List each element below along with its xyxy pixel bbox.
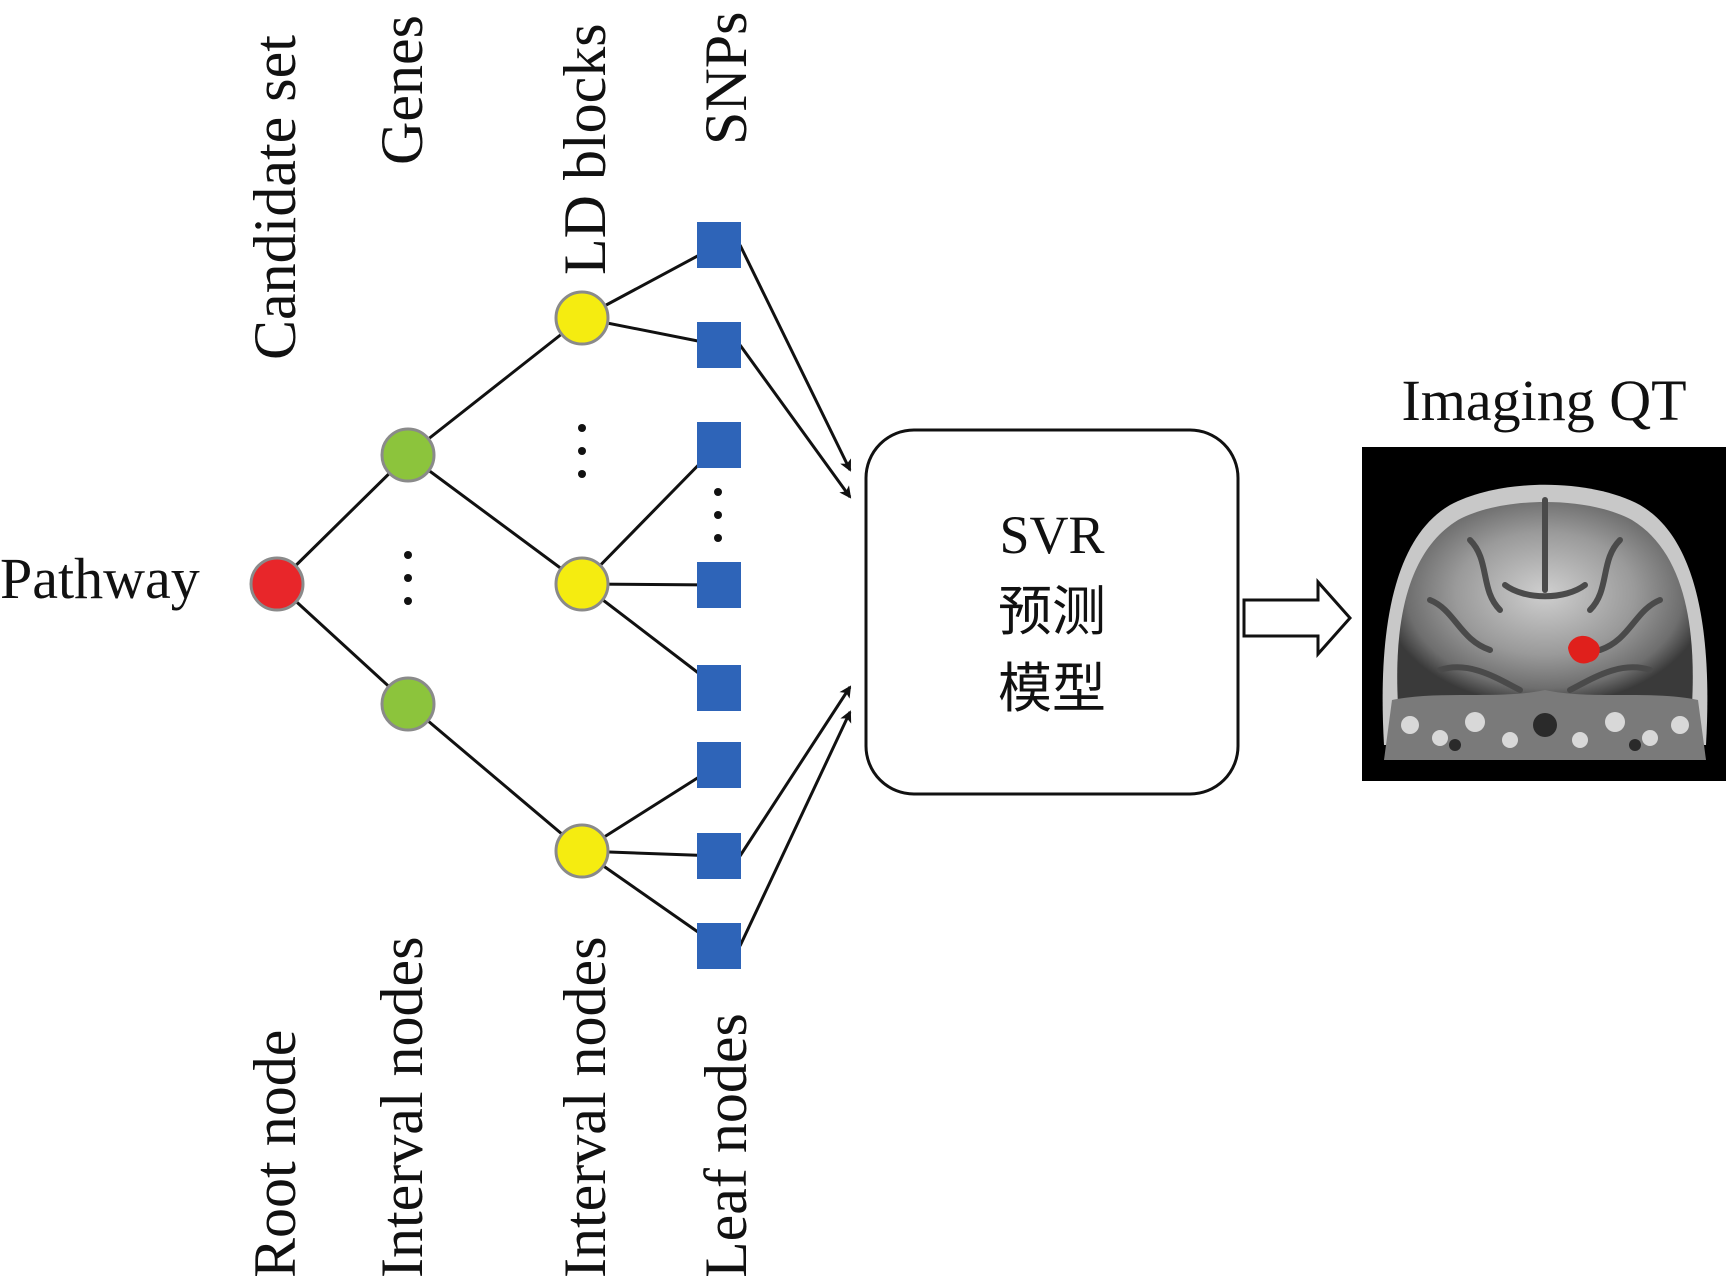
ellipsis-dots bbox=[404, 424, 722, 605]
snp-node-4 bbox=[697, 562, 741, 608]
snp-node-3 bbox=[697, 422, 741, 468]
mri-highlight-region bbox=[1568, 635, 1600, 664]
edge-ld3-snp8 bbox=[581, 849, 719, 948]
label-interval-nodes-1: Interval nodes bbox=[369, 936, 435, 1276]
ellipsis-genes bbox=[404, 551, 412, 605]
label-leaf-nodes: Leaf nodes bbox=[693, 1013, 759, 1276]
root-node bbox=[249, 556, 305, 612]
label-snps: SNPs bbox=[693, 12, 759, 145]
edge-ld2-snp5 bbox=[581, 582, 719, 690]
arrow-snp8-model bbox=[738, 710, 852, 947]
label-interval-nodes-2: Interval nodes bbox=[552, 936, 618, 1276]
edge-ld2-snp3 bbox=[580, 443, 720, 586]
label-imaging-qt: Imaging QT bbox=[1401, 368, 1686, 433]
arrow-snp7-model bbox=[738, 685, 852, 857]
edge-gene1-ld1 bbox=[407, 316, 583, 457]
arrow-snp1-model bbox=[738, 244, 852, 472]
snp-to-model-arrows bbox=[738, 244, 852, 947]
gene-node-2 bbox=[380, 676, 436, 732]
gene-node-1 bbox=[380, 427, 436, 483]
snp-node-6 bbox=[697, 742, 741, 788]
model-box-border bbox=[864, 428, 1240, 796]
edge-root-gene2 bbox=[275, 582, 410, 706]
model-label-line2: 预测 bbox=[998, 582, 1106, 642]
snp-node-5 bbox=[697, 665, 741, 711]
brain-mri-icon bbox=[1362, 447, 1726, 781]
mri-brain-tissue bbox=[1397, 502, 1693, 705]
bottom-labels: Root node Interval nodes Interval nodes … bbox=[242, 936, 759, 1276]
ld-node-2 bbox=[554, 556, 610, 612]
model-label-svr: SVR bbox=[999, 505, 1104, 565]
ellipsis-ld-blocks bbox=[578, 424, 586, 478]
label-pathway: Pathway bbox=[0, 546, 200, 611]
label-genes: Genes bbox=[369, 15, 435, 165]
top-labels: Candidate set Genes LD blocks SNPs bbox=[242, 12, 759, 360]
tree-nodes bbox=[249, 222, 741, 969]
ellipsis-snps bbox=[714, 488, 722, 542]
label-root-node: Root node bbox=[242, 1030, 308, 1276]
label-ld-blocks: LD blocks bbox=[552, 23, 618, 275]
svr-model-box: SVR 预测 模型 bbox=[864, 428, 1240, 796]
snp-node-1 bbox=[697, 222, 741, 268]
tree-edges bbox=[275, 243, 720, 948]
snp-node-2 bbox=[697, 322, 741, 368]
edge-root-gene1 bbox=[275, 453, 410, 586]
output-arrow bbox=[1242, 578, 1353, 658]
snp-node-8 bbox=[697, 923, 741, 969]
model-label-line3: 模型 bbox=[998, 659, 1106, 719]
ld-node-3 bbox=[554, 823, 610, 879]
label-candidate-set: Candidate set bbox=[242, 35, 308, 360]
arrow-snp2-model bbox=[738, 344, 852, 499]
snp-node-7 bbox=[697, 833, 741, 879]
ld-node-1 bbox=[554, 290, 610, 346]
edge-gene1-ld2 bbox=[407, 453, 583, 586]
edge-gene2-ld3 bbox=[407, 702, 583, 853]
